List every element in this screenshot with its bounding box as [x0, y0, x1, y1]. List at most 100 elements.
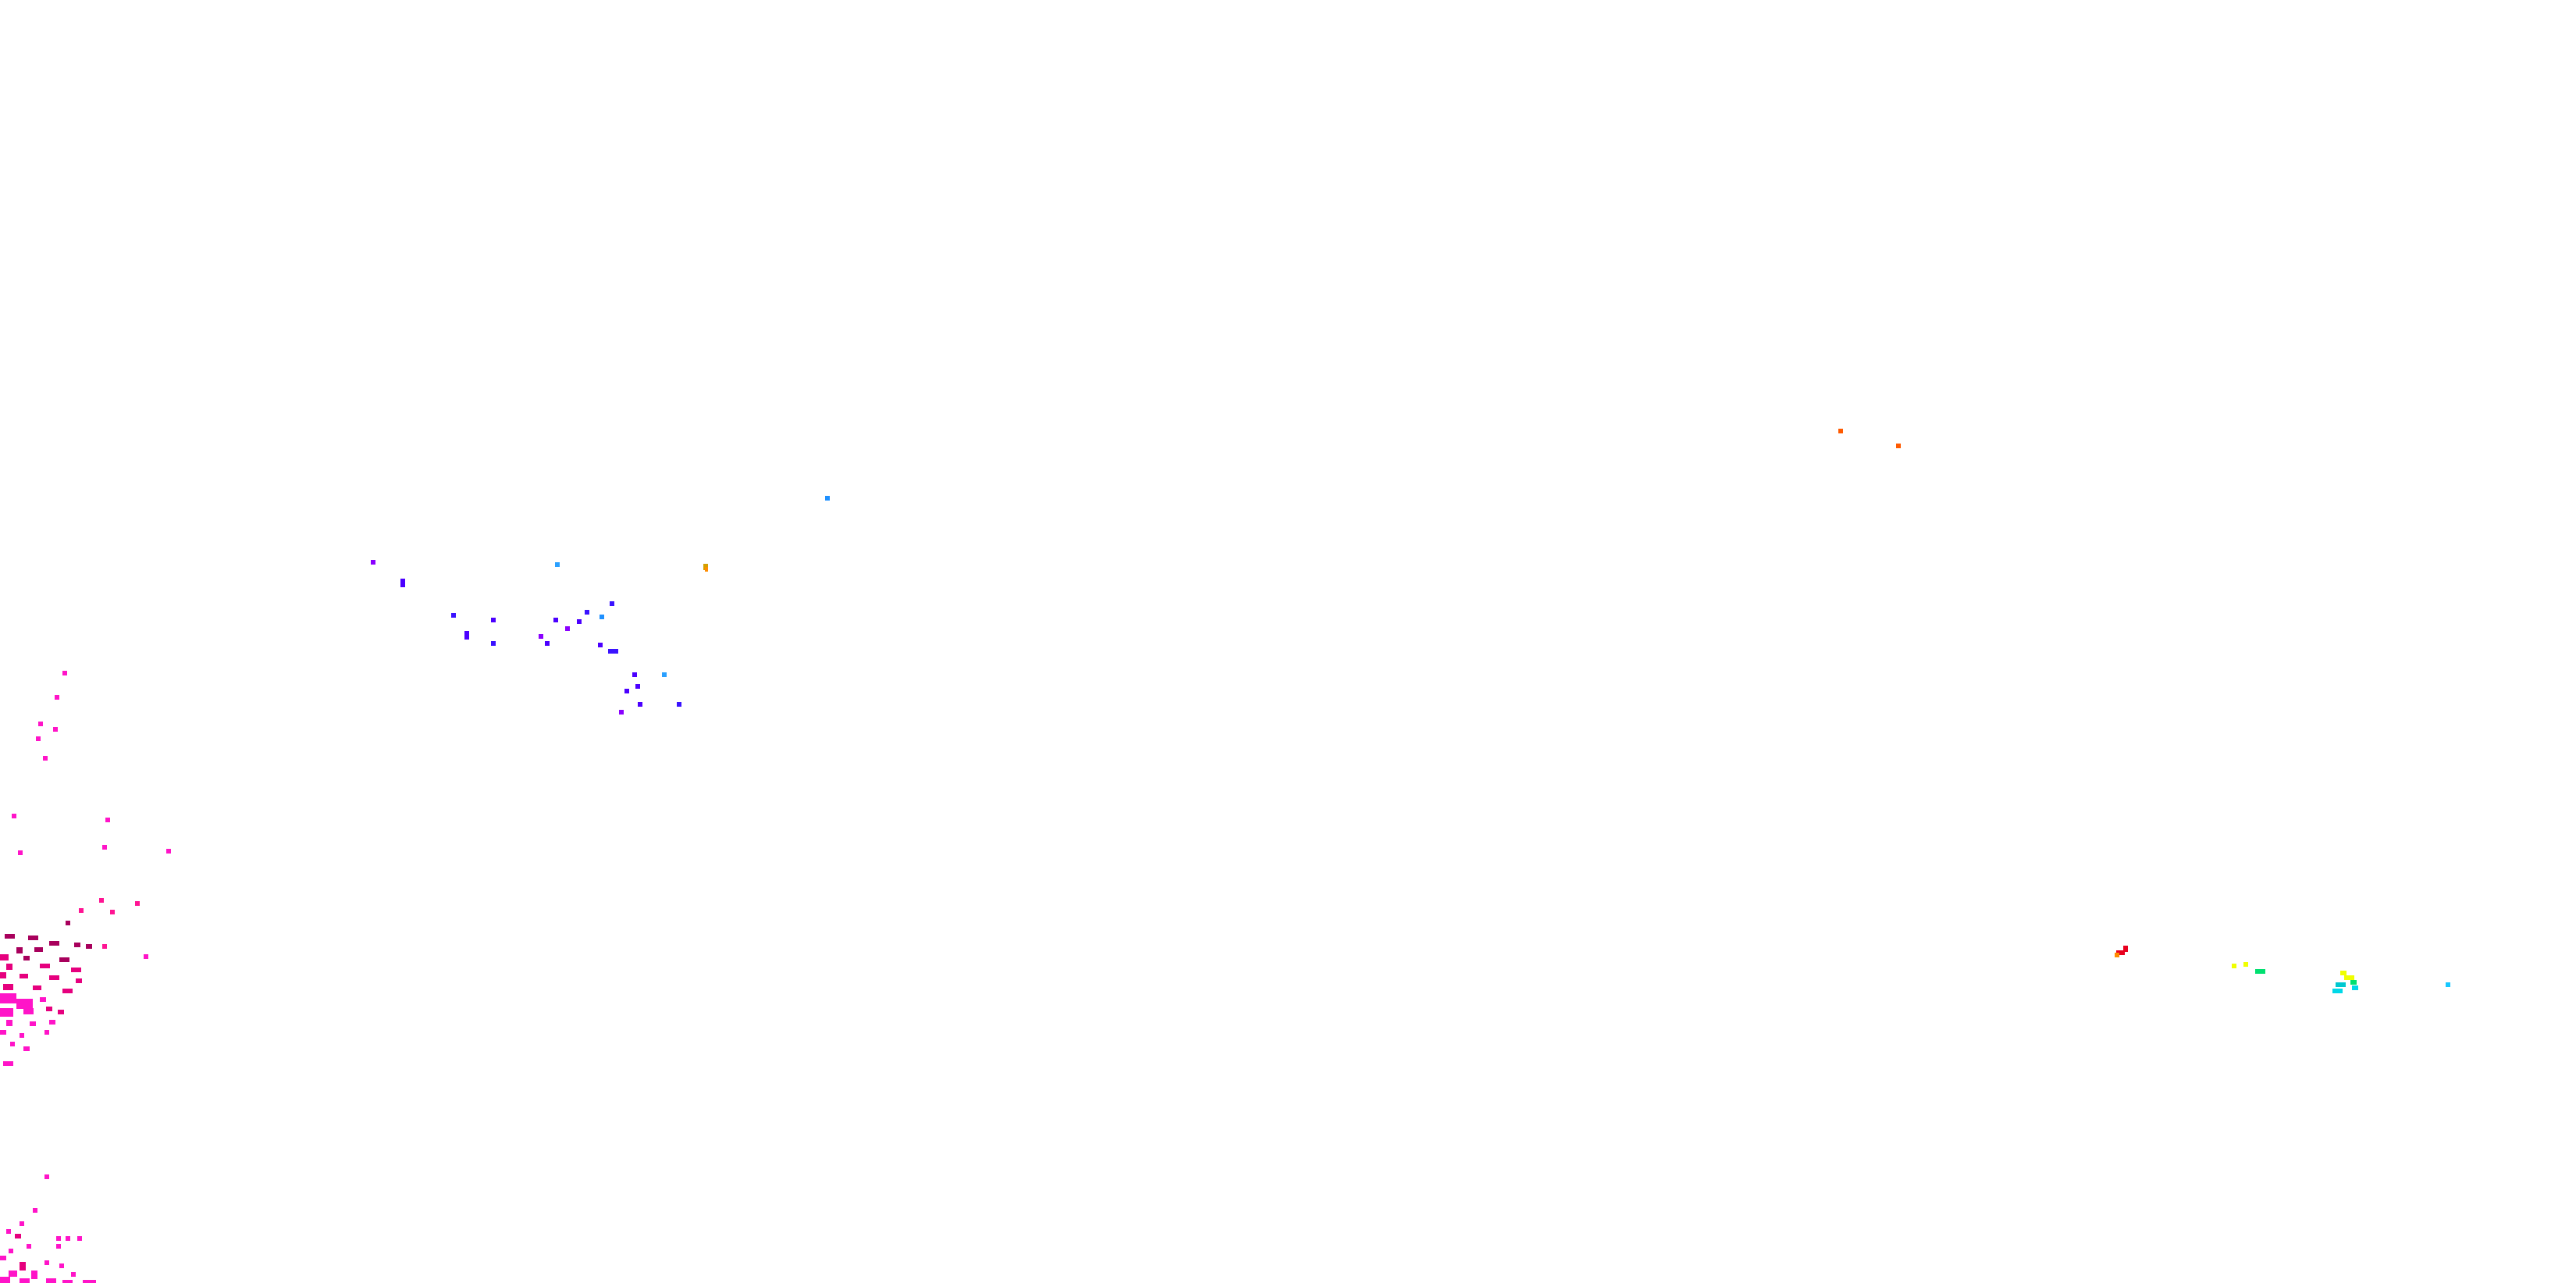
dot [71, 968, 81, 972]
dot [76, 978, 82, 983]
dot [662, 672, 667, 677]
dot [59, 1263, 64, 1268]
dot [23, 956, 30, 960]
dot [66, 921, 70, 925]
dot [705, 567, 708, 572]
dot [9, 1271, 17, 1277]
dot [44, 1030, 49, 1035]
dot [677, 702, 681, 707]
dot [451, 613, 456, 618]
dot [99, 898, 104, 903]
dot [2116, 950, 2125, 955]
dot [77, 1236, 82, 1241]
dot [16, 947, 23, 953]
dot [16, 999, 33, 1009]
dot [31, 1271, 37, 1279]
dot [825, 496, 830, 501]
dot [2446, 982, 2450, 987]
dot [619, 710, 624, 715]
dot [40, 964, 50, 968]
dot [598, 643, 603, 647]
dot [0, 1256, 6, 1260]
dot [5, 934, 15, 939]
dot [371, 560, 375, 565]
dot [43, 756, 48, 761]
dot [624, 689, 629, 693]
dot [3, 984, 13, 990]
dot [79, 908, 84, 913]
dot [0, 1030, 6, 1035]
dot [2243, 962, 2248, 967]
dot [491, 618, 496, 622]
dot [166, 849, 171, 854]
dot [2232, 964, 2236, 968]
dot [638, 702, 642, 707]
dot [23, 1046, 30, 1051]
dot [33, 985, 41, 990]
dot [2115, 953, 2119, 957]
dot [20, 1262, 26, 1271]
dot [2336, 982, 2346, 987]
dot [565, 626, 570, 631]
dot-layer [0, 429, 2450, 1283]
dot [62, 989, 73, 993]
dot [555, 562, 560, 567]
dot [6, 1229, 11, 1234]
dot [49, 975, 59, 980]
dot [12, 814, 16, 818]
dot [545, 641, 550, 646]
dot [2255, 969, 2265, 974]
dot [66, 1236, 70, 1241]
dot [20, 1033, 24, 1038]
dot [110, 910, 115, 914]
dot [46, 1278, 56, 1283]
dot [10, 1042, 15, 1046]
dot [36, 736, 41, 741]
dot [0, 1277, 10, 1283]
dot [2350, 980, 2357, 985]
dot [102, 845, 107, 850]
dot [577, 619, 582, 624]
dot [56, 1236, 61, 1241]
dot [600, 615, 604, 619]
dot [2123, 946, 2128, 952]
dot [38, 722, 43, 726]
dot [86, 944, 92, 949]
dot [0, 993, 16, 1003]
dot [144, 954, 148, 959]
dot [44, 1174, 49, 1179]
dot [20, 1221, 24, 1226]
dot [55, 695, 59, 700]
dot [2352, 985, 2358, 990]
dot [34, 947, 43, 952]
dot [15, 1234, 21, 1238]
dot [1896, 444, 1901, 448]
dot [18, 850, 23, 855]
dot [610, 601, 614, 606]
dot [608, 649, 618, 654]
dot [491, 641, 496, 646]
dot [33, 1208, 37, 1213]
dot [46, 1007, 52, 1011]
dot [56, 1244, 61, 1249]
dot [58, 1010, 64, 1014]
dot [0, 954, 9, 960]
dot [6, 1020, 12, 1026]
dot [0, 972, 6, 978]
dot [53, 727, 58, 732]
dot [553, 618, 558, 622]
dot [9, 1249, 13, 1253]
dot [135, 901, 140, 906]
dot [40, 997, 46, 1002]
dot [585, 610, 589, 615]
dot [30, 1021, 36, 1026]
dot [83, 1280, 96, 1283]
dot [71, 1272, 76, 1277]
dot [44, 1260, 49, 1265]
dot [59, 957, 69, 962]
dot [20, 1278, 30, 1283]
dot [2332, 989, 2343, 993]
dot [49, 941, 59, 946]
